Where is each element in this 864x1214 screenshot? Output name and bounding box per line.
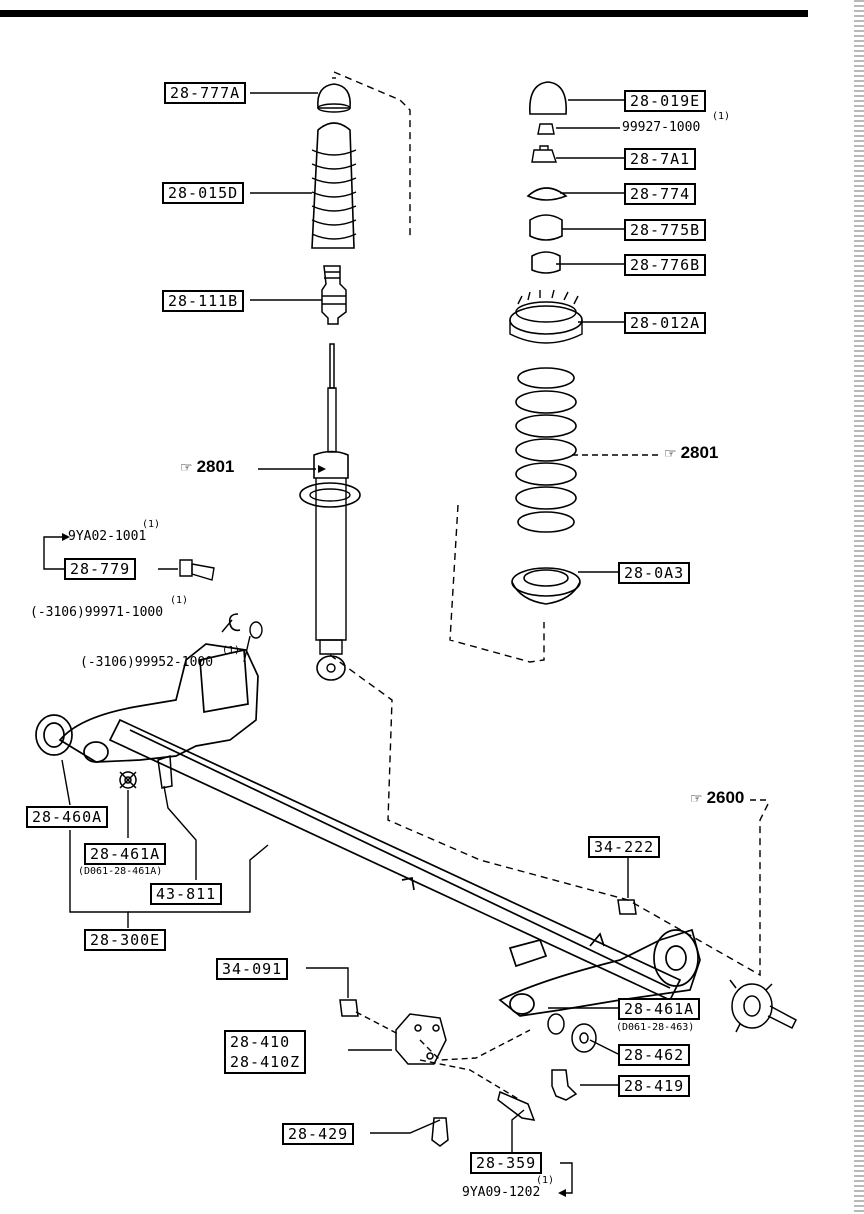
reference-2600[interactable]: ☞2600 [690,788,745,807]
part-99971-1000[interactable]: (-3106)99971-1000 [30,605,164,620]
footnote-mark: (1) [142,519,161,530]
dash-mount-to-shock [333,71,411,236]
dash-bracket [419,1029,531,1061]
part-28-410Z-label: 28-410Z [230,1053,301,1071]
leader-9YA09 [560,1162,573,1194]
part-43-811[interactable]: 43-811 [150,883,223,905]
bracket-28-410 [395,1013,447,1065]
wheel-hub [729,979,797,1033]
leader-43-811 [163,785,197,880]
part-28-460A[interactable]: 28-460A [26,806,109,828]
reference-2801-left[interactable]: ☞2801 [180,457,235,476]
footnote-mark: (1) [712,111,731,122]
part-99927-1000[interactable]: 99927-1000 [622,120,701,135]
part-28-419[interactable]: 28-419 [618,1075,691,1097]
cap-28-019E [529,81,567,115]
part-28-774[interactable]: 28-774 [624,183,697,205]
arrow-9YA09 [558,1189,566,1197]
part-28-012A[interactable]: 28-012A [624,312,707,334]
rear-axle-beam [35,643,701,1017]
bolt-28-779 [179,559,215,581]
leader-28-300E [69,830,129,928]
spring-seat-upper [509,289,583,344]
part-28-775B[interactable]: 28-775B [624,219,707,241]
leader-34-091 [306,967,349,998]
part-28-410[interactable]: 28-410 28-410Z [224,1030,307,1074]
dash-spring-seat [449,504,545,663]
page-edge [854,0,864,1214]
part-28-777A[interactable]: 28-777A [164,82,247,104]
arrow-2801 [318,465,326,473]
washer-28-774 [526,187,568,201]
part-28-461A-left[interactable]: 28-461A [84,843,167,865]
footnote-mark: (1) [170,595,189,606]
top-rule [0,10,808,17]
part-28-461A-right[interactable]: 28-461A [618,998,701,1020]
bolt-28-419 [551,1069,578,1101]
pointing-hand-icon: ☞ [664,445,677,461]
part-34-091[interactable]: 34-091 [216,958,289,980]
dust-boot [311,122,357,249]
dash-nut [355,1011,401,1036]
bolt-28-359 [497,1090,536,1121]
spring-seat-lower [511,567,581,605]
footnote-mark: (1) [536,1175,555,1186]
part-28-779[interactable]: 28-779 [64,558,137,580]
washer-28-462 [571,1023,597,1053]
reference-2801-right[interactable]: ☞2801 [664,443,719,462]
washer-99971 [228,613,241,632]
part-99952-1000[interactable]: (-3106)99952-1000 [80,655,214,670]
footnote-mark: (1) [222,645,241,656]
part-28-7A1[interactable]: 28-7A1 [624,148,697,170]
nut-28-7A1 [531,145,557,163]
part-28-410-label: 28-410 [230,1033,291,1051]
part-34-222[interactable]: 34-222 [588,836,661,858]
arrow-9YA02 [62,533,70,541]
leader-28-359 [511,1109,525,1153]
part-28-462[interactable]: 28-462 [618,1044,691,1066]
leader-28-429 [370,1119,441,1134]
part-28-0A3[interactable]: 28-0A3 [618,562,691,584]
bump-stopper [321,265,347,325]
mount-cap [317,83,351,109]
nut-99927 [537,123,555,135]
bushing-28-776B [531,251,561,274]
part-28-111B[interactable]: 28-111B [162,290,245,312]
bracket-43-811 [157,754,173,789]
part-28-776B[interactable]: 28-776B [624,254,707,276]
bushing-left [119,771,137,789]
leader-9YA02 [43,536,64,570]
part-28-019E[interactable]: 28-019E [624,90,707,112]
coil-spring [515,367,577,533]
part-28-300E[interactable]: 28-300E [84,929,167,951]
bolt-28-429 [431,1117,449,1147]
part-28-359[interactable]: 28-359 [470,1152,543,1174]
part-28-429[interactable]: 28-429 [282,1123,355,1145]
part-note-D061-28-461A: (D061-28-461A) [78,866,163,877]
shock-absorber [299,343,361,681]
leader-28-460A [61,759,71,806]
part-9YA02-1001[interactable]: 9YA02-1001 [68,529,147,544]
dash-bolt [419,1059,521,1101]
nut-34-091 [339,999,359,1017]
part-note-D061-28-463: (D061-28-463) [616,1022,695,1033]
leader-28-462 [589,1039,619,1055]
washer-99952 [249,621,263,639]
part-9YA09-1202[interactable]: 9YA09-1202 [462,1185,541,1200]
nut-34-222 [617,899,637,915]
bushing-28-461A-right [547,1013,565,1035]
pointing-hand-icon: ☞ [180,459,193,475]
dash-shock-to-axle [329,654,771,977]
leader-28-300E-b [128,844,269,913]
bushing-28-775B [529,214,563,241]
part-28-015D[interactable]: 28-015D [162,182,245,204]
pointing-hand-icon: ☞ [690,790,703,806]
